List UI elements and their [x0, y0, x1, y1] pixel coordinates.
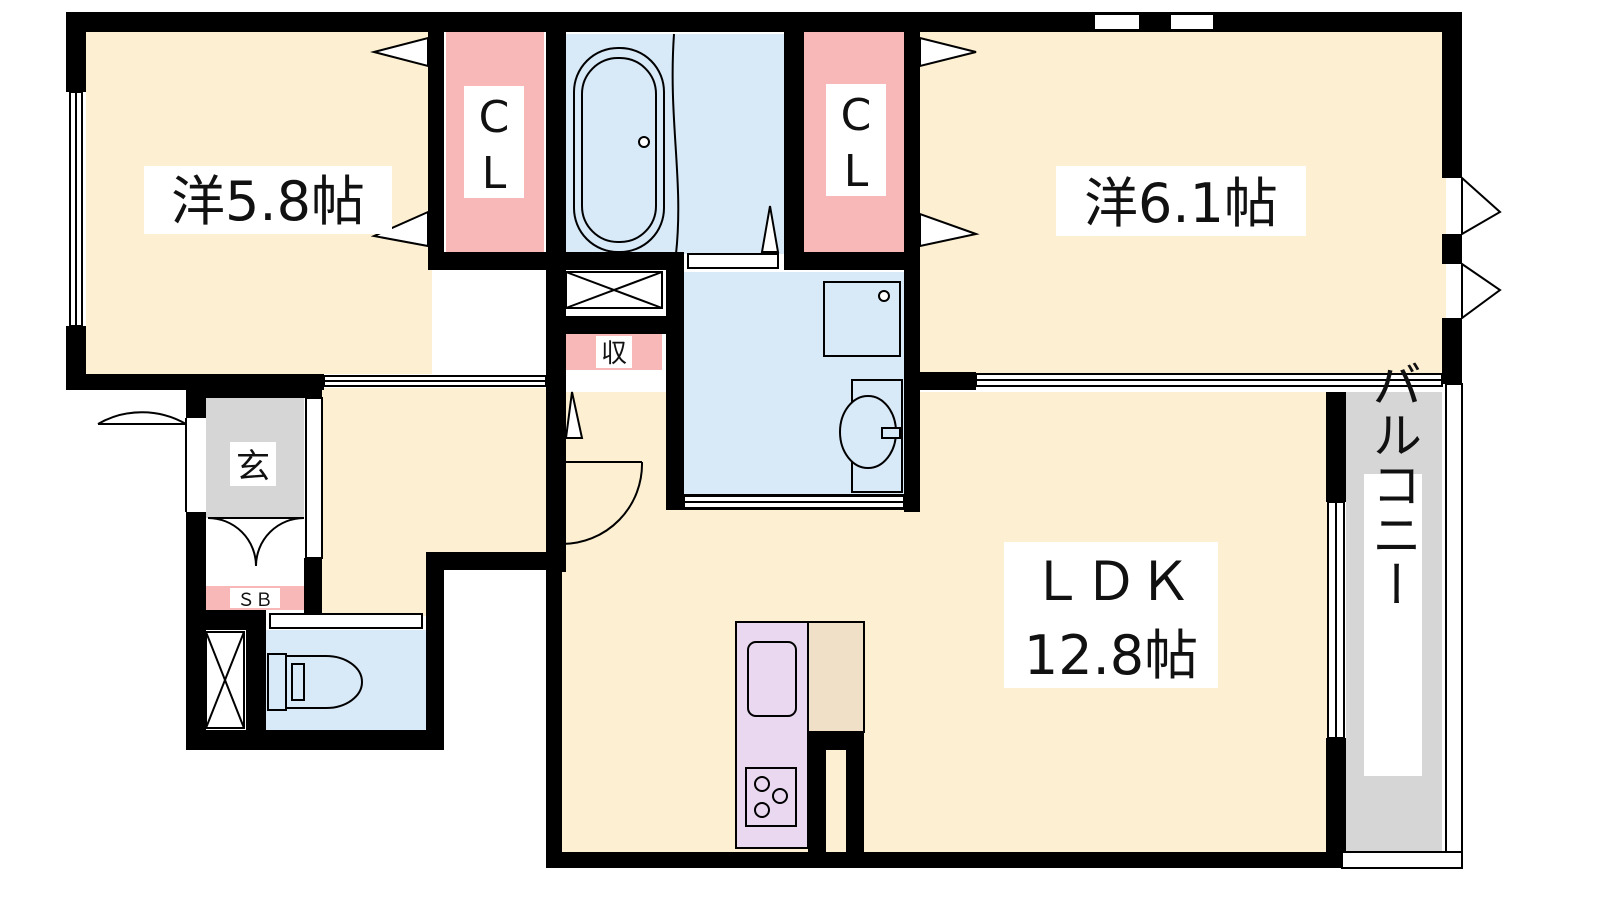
- closet-1-label-l: L: [482, 148, 507, 199]
- closet-1-label-c: C: [479, 92, 510, 143]
- ldk-area-label: 12.8帖: [1024, 624, 1198, 687]
- balcony-label-bg: [1364, 474, 1422, 776]
- closet-2-label-bg: [826, 84, 886, 196]
- storage-x-marks: [205, 271, 663, 729]
- shoe-box-label: ＳＢ: [237, 590, 273, 611]
- washbasin: [839, 379, 903, 493]
- western-room-2-label-bg: [1056, 166, 1306, 236]
- shoe-box-label-bg: [230, 588, 280, 608]
- storage-label-bg: [596, 336, 632, 368]
- kitchen-counter: [735, 621, 865, 849]
- bathtub: [573, 33, 680, 255]
- ldk-label-bg: [1004, 542, 1218, 688]
- western-room-1-label-bg: [144, 166, 392, 234]
- doors: [97, 36, 1502, 567]
- ldk-label: ＬＤＫ: [1030, 550, 1192, 613]
- toilet-fixture: [267, 653, 363, 711]
- western-room-2-label: 洋6.1帖: [1084, 172, 1278, 235]
- closet-2-label-l: L: [844, 146, 869, 197]
- closet-2-label-c: C: [841, 90, 872, 141]
- storage-label: 収: [601, 339, 627, 369]
- western-room-1-label: 洋5.8帖: [171, 170, 365, 233]
- windows: [69, 13, 1463, 869]
- washing-machine: [823, 281, 901, 357]
- balcony-label: バルコニー: [1364, 359, 1422, 609]
- entrance-label: 玄: [236, 447, 270, 487]
- entrance-label-bg: [230, 442, 276, 486]
- hallway-floor: [322, 388, 552, 616]
- closet-1-label-bg: [464, 86, 524, 198]
